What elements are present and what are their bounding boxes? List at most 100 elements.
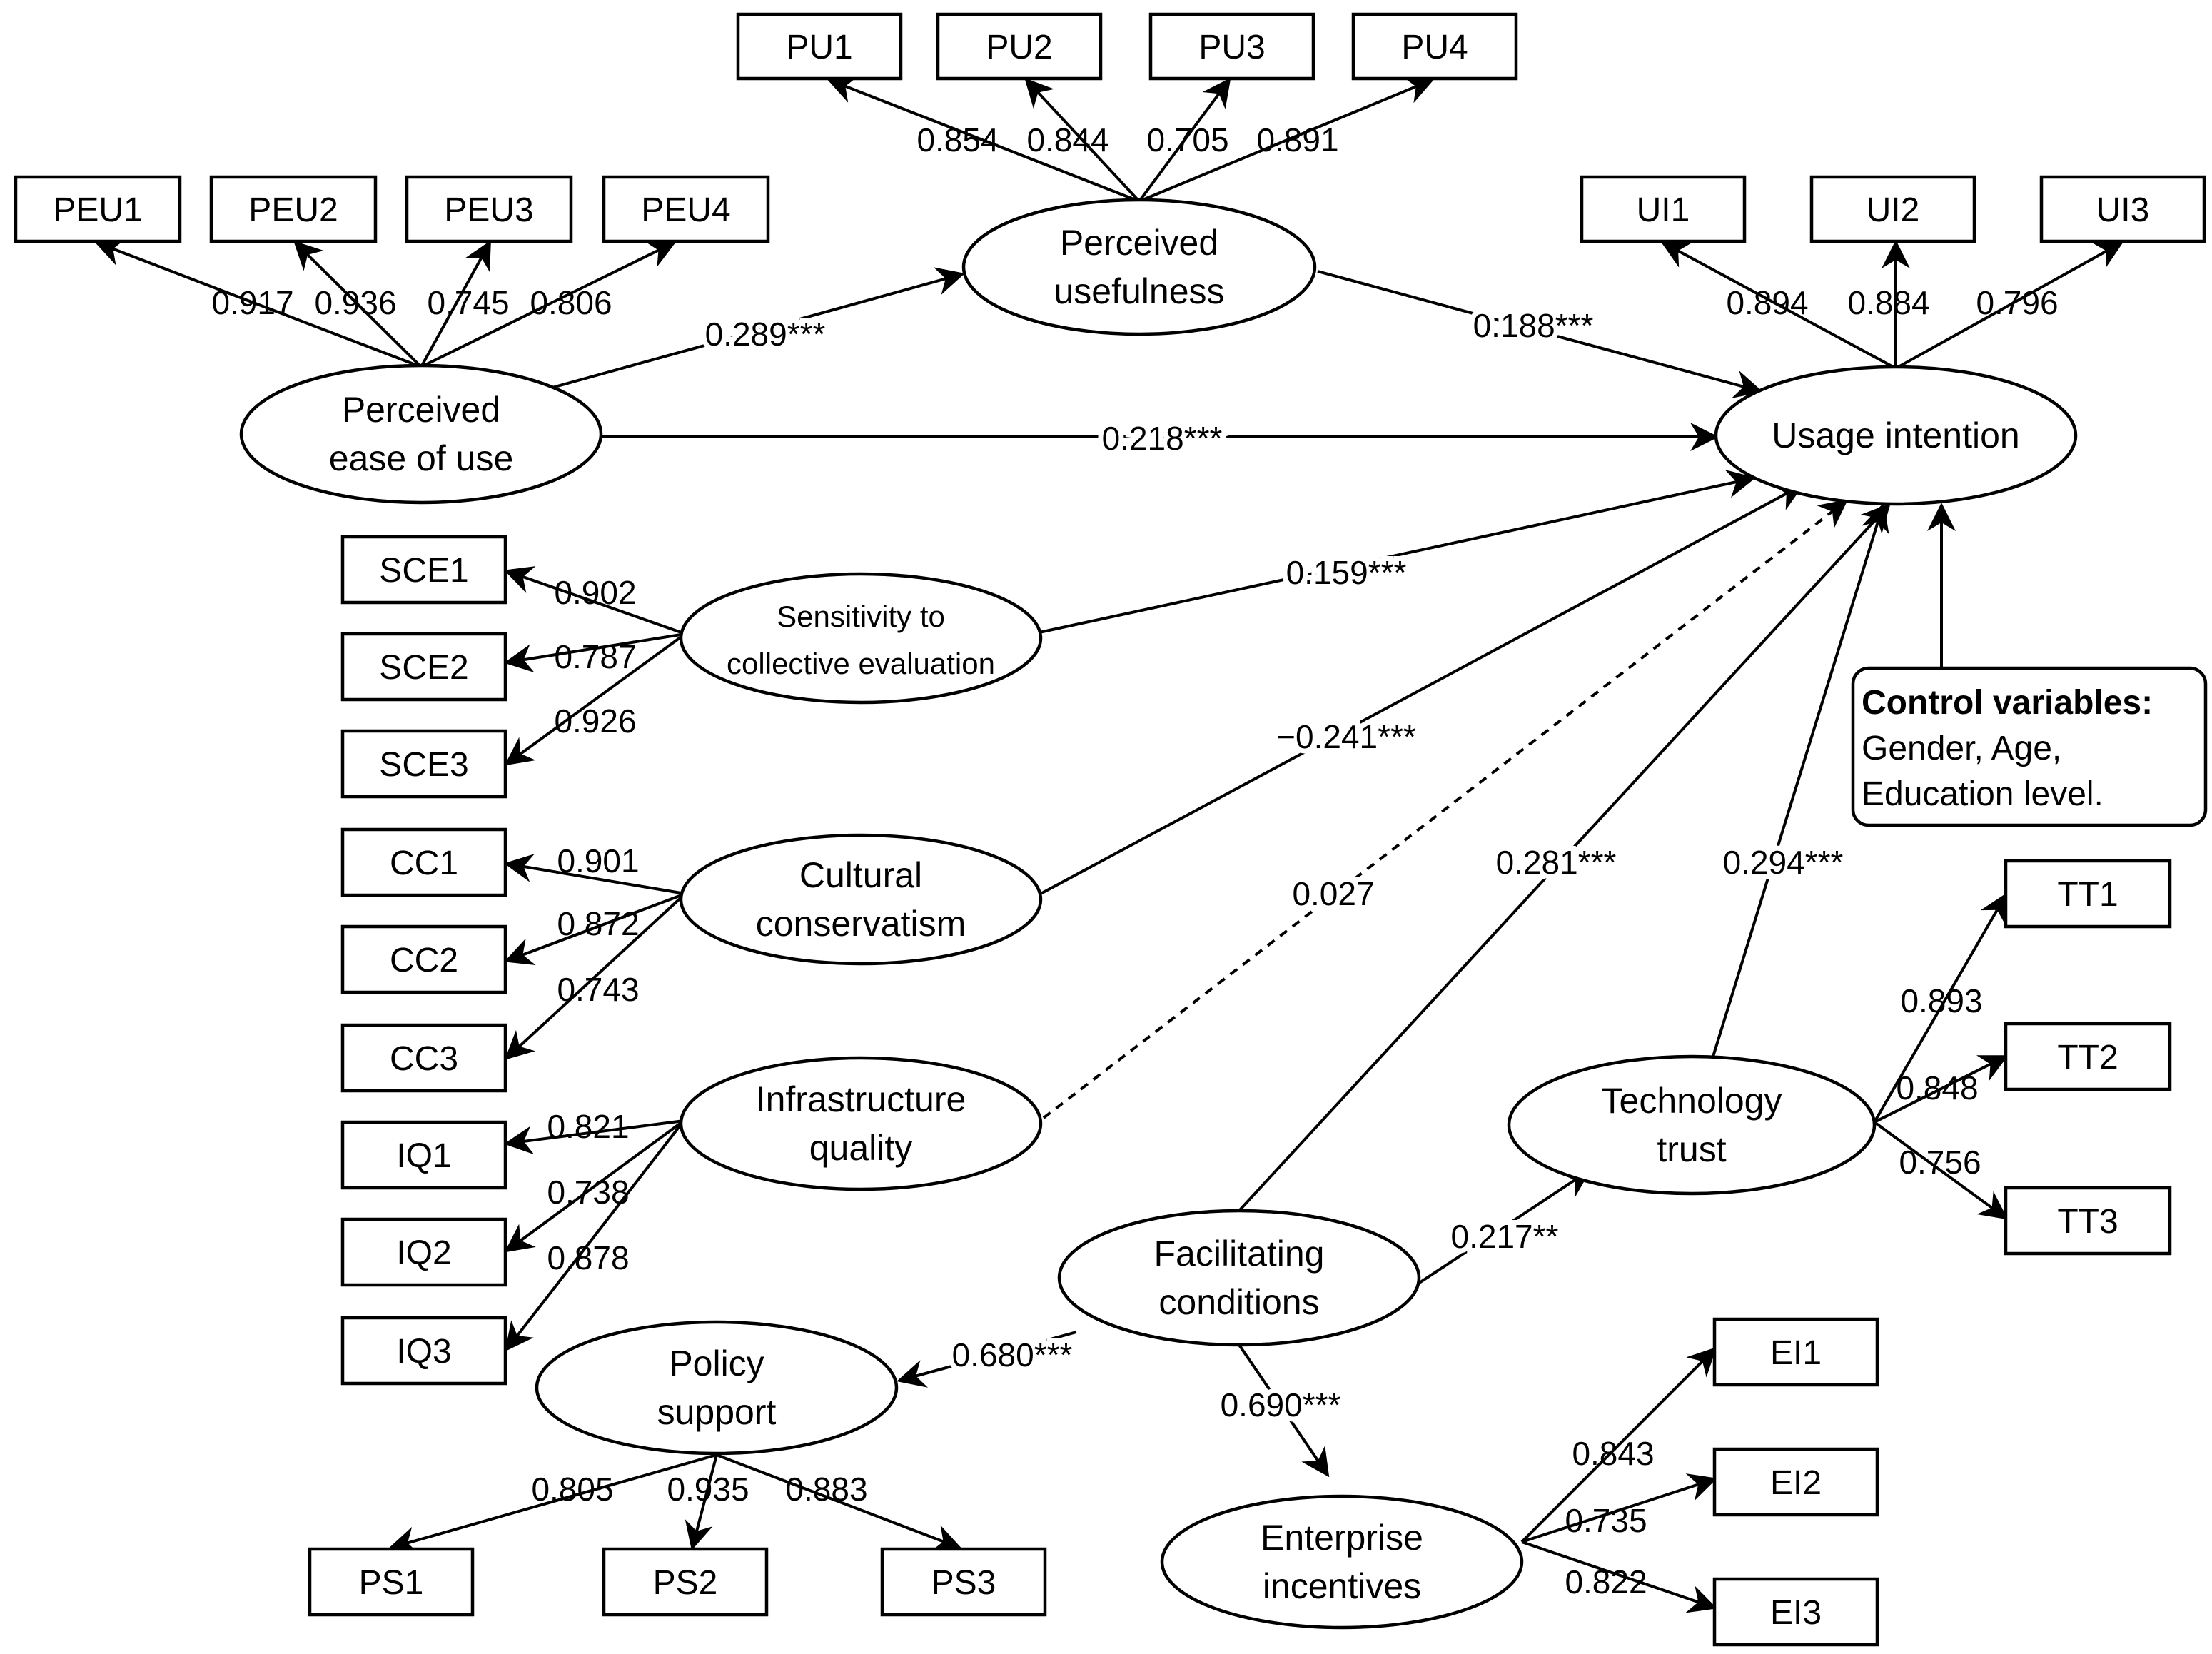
indicator-box-tt2 — [2004, 1022, 2172, 1091]
indicator-label-ei1: EI1 — [1770, 1334, 1822, 1372]
loading-iq1: 0.821 — [547, 1108, 629, 1145]
construct-label-iq-line2: quality — [809, 1128, 913, 1168]
indicator-label-cc2: CC2 — [390, 942, 458, 979]
indicator-pu3: PU3 — [1148, 12, 1315, 81]
edge-ei-ei1 — [1520, 1347, 1717, 1543]
indicator-cc2: CC2 — [340, 924, 507, 994]
edge-pu-pu3 — [1138, 77, 1231, 203]
loading-sce3: 0.926 — [554, 702, 636, 740]
construct-label-sce-line2: collective evaluation — [727, 647, 995, 680]
coefficient-labels: 0.854 0.844 0.705 0.891 0.917 0.936 0.74… — [211, 121, 2058, 1600]
loading-cc1: 0.901 — [557, 842, 639, 879]
edge-fc-tt — [1415, 1169, 1592, 1286]
indicator-box-ui2 — [1809, 175, 1976, 243]
edge-sce-sce2 — [504, 632, 686, 673]
indicator-ei3: EI3 — [1712, 1577, 1879, 1647]
loading-tt1: 0.893 — [1900, 982, 1982, 1019]
indicator-box-pu2 — [936, 12, 1103, 81]
edge-pu-pu4 — [1138, 76, 1435, 203]
indicator-label-pu1: PU1 — [786, 29, 852, 66]
edge-tt-tt1 — [1873, 892, 2008, 1124]
construct-label-ui-line1: Usage intention — [1772, 415, 2019, 455]
loading-ps1: 0.805 — [531, 1471, 613, 1508]
path-pu-ui: 0.188*** — [1473, 307, 1594, 344]
path-fc-ps: 0.680*** — [952, 1336, 1073, 1373]
indicator-box-tt1 — [2004, 859, 2172, 929]
indicator-sce3: SCE3 — [340, 729, 507, 799]
indicator-tt3: TT3 — [2004, 1186, 2172, 1256]
path-sce-ui: 0.159*** — [1286, 554, 1407, 591]
path-fc-tt: 0.217** — [1451, 1218, 1559, 1255]
edge-cc-cc3 — [505, 892, 687, 1060]
indicator-label-pu3: PU3 — [1198, 29, 1265, 66]
edge-pu-pu1 — [827, 76, 1140, 203]
indicator-label-sce2: SCE2 — [379, 649, 468, 687]
path-iq-ui: 0.027 — [1292, 875, 1374, 912]
construct-label-sce-line1: Sensitivity to — [777, 600, 945, 633]
indicator-label-peu2: PEU2 — [248, 191, 338, 229]
edge-tt-tt2 — [1874, 1055, 2009, 1124]
indicator-box-peu1 — [14, 175, 182, 243]
edge-cc-ui — [1040, 484, 1804, 895]
edge-iq-iq1 — [504, 1119, 685, 1155]
indicator-iq2: IQ2 — [340, 1217, 507, 1287]
loading-peu3: 0.745 — [427, 284, 509, 321]
indicator-label-tt3: TT3 — [2057, 1203, 2118, 1241]
indicator-label-peu3: PEU3 — [444, 191, 533, 229]
edge-iq-iq3 — [505, 1119, 685, 1352]
construct-label-ps-line1: Policy — [669, 1343, 764, 1383]
construct-label-cc-line2: conservatism — [756, 904, 966, 944]
construct-ellipse-fc — [1057, 1209, 1421, 1347]
loading-ei3: 0.822 — [1565, 1563, 1647, 1600]
loading-cc3: 0.743 — [557, 971, 639, 1008]
loading-ps2: 0.935 — [667, 1471, 749, 1508]
indicator-tt2: TT2 — [2004, 1022, 2172, 1091]
indicator-box-cc3 — [340, 1023, 507, 1093]
construct-ellipse-tt — [1507, 1054, 1877, 1196]
indicator-label-iq2: IQ2 — [396, 1234, 451, 1272]
indicator-cc3: CC3 — [340, 1023, 507, 1093]
construct-label-tt-line1: Technology — [1602, 1081, 1782, 1121]
indicator-peu3: PEU3 — [405, 175, 573, 243]
edge-fc-ui — [1238, 503, 1891, 1212]
edge-ps-ps3 — [716, 1453, 962, 1552]
indicator-label-iq1: IQ1 — [396, 1137, 451, 1175]
loading-tt2: 0.848 — [1896, 1069, 1978, 1106]
indicator-label-sce1: SCE1 — [379, 552, 468, 590]
indicator-label-cc1: CC1 — [390, 844, 458, 882]
loading-ui2: 0.884 — [1847, 284, 1929, 321]
indicator-label-ps3: PS3 — [931, 1564, 996, 1602]
indicator-box-peu3 — [405, 175, 573, 243]
edge-fc-ei — [1238, 1343, 1330, 1478]
edge-tt-tt3 — [1873, 1121, 2009, 1220]
loading-pu3: 0.705 — [1146, 121, 1228, 158]
edge-sce-sce3 — [504, 632, 687, 766]
construct-label-ps-line2: support — [657, 1392, 777, 1432]
edge-iq-ui — [1042, 499, 1849, 1119]
path-fc-ui: 0.281*** — [1496, 844, 1617, 881]
control-variables-line2: Education level. — [1862, 775, 2104, 813]
construct-tt: Technology trust — [1507, 1054, 1877, 1196]
control-variables-line1: Gender, Age, — [1862, 730, 2061, 767]
edge-fc-ps — [897, 1331, 1077, 1388]
indicator-box-iq2 — [340, 1217, 507, 1287]
indicator-sce2: SCE2 — [340, 632, 507, 702]
loading-cc2: 0.872 — [557, 905, 639, 942]
loading-iq2: 0.738 — [547, 1174, 629, 1211]
indicator-box-ei1 — [1712, 1317, 1879, 1387]
construct-label-ei-line1: Enterprise — [1261, 1518, 1423, 1558]
indicator-ei1: EI1 — [1712, 1317, 1879, 1387]
construct-label-iq-line1: Infrastructure — [756, 1079, 966, 1119]
construct-label-fc-line1: Facilitating — [1154, 1234, 1325, 1274]
construct-sce: Sensitivity to collective evaluation — [679, 572, 1043, 705]
construct-ellipse-peu — [239, 363, 603, 505]
indicator-label-tt2: TT2 — [2057, 1039, 2118, 1076]
indicator-ps3: PS3 — [880, 1547, 1047, 1617]
construct-label-tt-line2: trust — [1657, 1129, 1726, 1169]
path-tt-ui: 0.294*** — [1723, 844, 1844, 881]
loading-peu4: 0.806 — [530, 284, 612, 321]
loading-ei1: 0.843 — [1572, 1435, 1654, 1472]
